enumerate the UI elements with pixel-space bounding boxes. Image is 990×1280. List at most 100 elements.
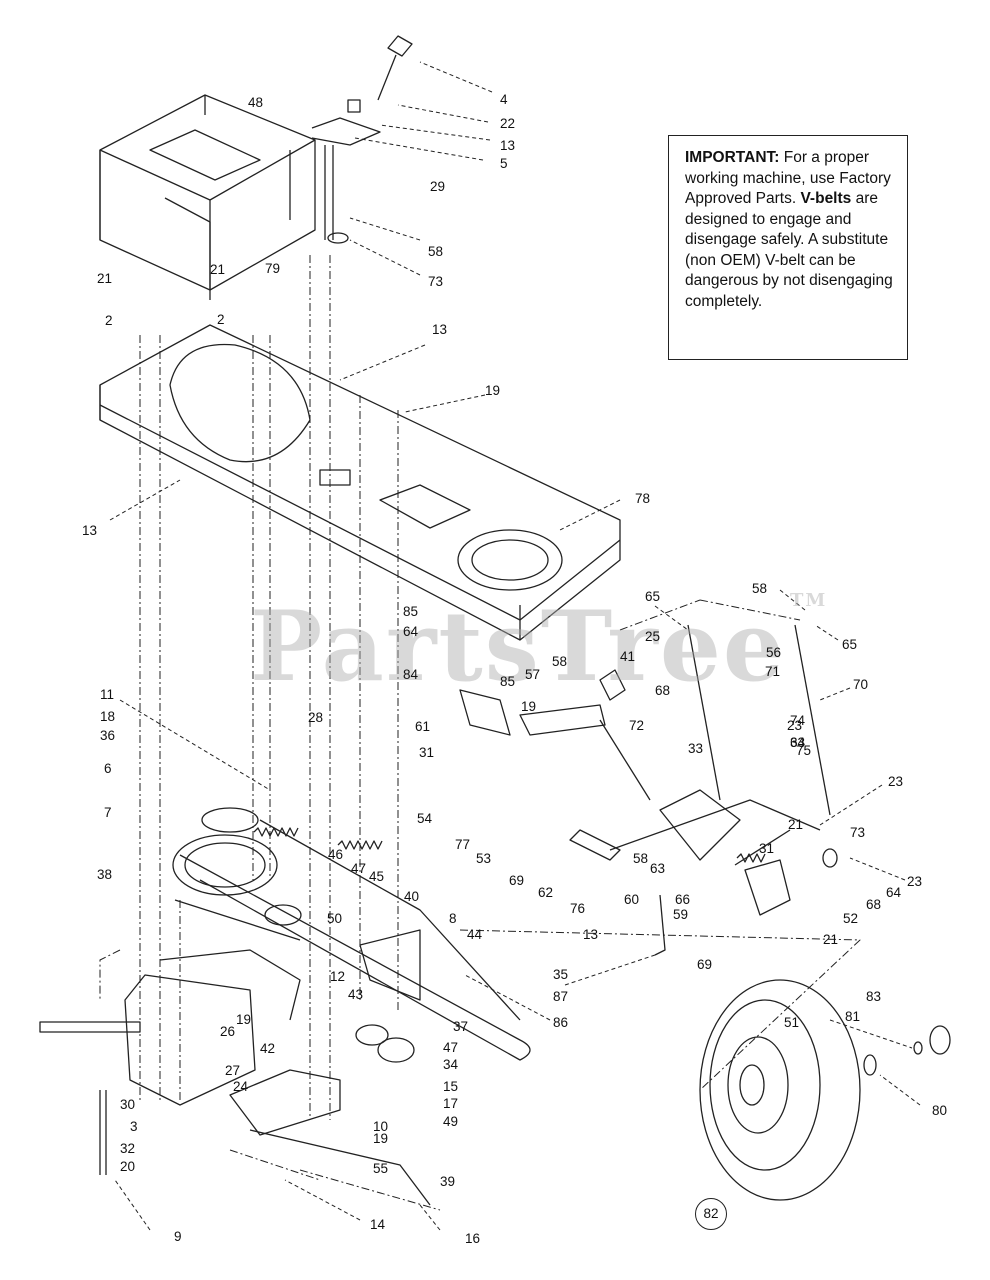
part-callout-23: 23	[787, 718, 803, 733]
part-callout-73: 73	[428, 274, 444, 289]
important-notice-box: IMPORTANT: For a proper working machine,…	[668, 135, 908, 360]
part-callout-45: 45	[369, 869, 385, 884]
part-callout-13: 13	[432, 322, 448, 337]
part-callout-33: 33	[790, 735, 806, 750]
part-callout-64: 64	[403, 624, 419, 639]
part-callout-81: 81	[845, 1009, 861, 1024]
part-callout-23: 23	[907, 874, 923, 889]
part-callout-76: 76	[570, 901, 586, 916]
part-callout-19: 19	[236, 1012, 252, 1027]
part-callout-80: 80	[932, 1103, 948, 1118]
notice-vbelts-label: V-belts	[800, 190, 852, 207]
part-callout-68: 68	[866, 897, 882, 912]
part-callout-51: 51	[784, 1015, 800, 1030]
pedal-linkage-part	[249, 624, 838, 1206]
part-callout-72: 72	[629, 718, 645, 733]
part-callout-79: 79	[265, 261, 281, 276]
part-callout-19: 19	[373, 1131, 389, 1146]
part-callout-56: 56	[766, 645, 782, 660]
part-callout-12: 12	[330, 969, 346, 984]
part-callout-49: 49	[443, 1114, 459, 1129]
part-callout-9: 9	[174, 1229, 182, 1244]
part-callout-60: 60	[624, 892, 640, 907]
part-callout-75: 75	[796, 743, 812, 758]
part-callout-52: 52	[843, 911, 859, 926]
steering-column-part	[311, 35, 413, 244]
part-callout-64: 64	[886, 885, 902, 900]
part-callout-59: 59	[673, 907, 689, 922]
part-callout-83: 83	[866, 989, 882, 1004]
part-callout-4: 4	[500, 92, 508, 107]
part-callout-58: 58	[428, 244, 444, 259]
part-callout-14: 14	[370, 1217, 386, 1232]
part-callout-64: 64	[790, 735, 806, 750]
part-callout-33: 33	[688, 741, 704, 756]
part-callout-22: 22	[500, 116, 516, 131]
part-callout-38: 38	[97, 867, 113, 882]
part-callout-2: 2	[105, 313, 113, 328]
part-callout-21: 21	[210, 262, 226, 277]
part-callout-27: 27	[225, 1063, 241, 1078]
part-callout-18: 18	[100, 709, 116, 724]
part-callout-55: 55	[373, 1161, 389, 1176]
part-callout-77: 77	[455, 837, 471, 852]
part-callout-23: 23	[888, 774, 904, 789]
part-callout-57: 57	[525, 667, 541, 682]
part-callout-39: 39	[440, 1174, 456, 1189]
watermark-text: PartsTree	[250, 590, 786, 703]
part-callout-21: 21	[97, 271, 113, 286]
drive-belt-part	[172, 807, 531, 1061]
part-callout-10: 10	[373, 1119, 389, 1134]
part-callout-40: 40	[404, 889, 420, 904]
part-callout-21: 21	[823, 932, 839, 947]
part-callout-70: 70	[853, 677, 869, 692]
part-callout-78: 78	[635, 491, 651, 506]
part-callout-47: 47	[351, 861, 367, 876]
part-callout-35: 35	[553, 967, 569, 982]
part-callout-7: 7	[104, 805, 112, 820]
notice-text-1: For a proper working machine, use Factor…	[685, 149, 891, 207]
part-callout-3: 3	[130, 1119, 138, 1134]
part-callout-54: 54	[417, 811, 433, 826]
part-callout-43: 43	[348, 987, 364, 1002]
part-callout-19: 19	[521, 699, 537, 714]
part-callout-48: 48	[248, 95, 264, 110]
part-callout-41: 41	[620, 649, 636, 664]
part-callout-73: 73	[850, 825, 866, 840]
leader-lines	[109, 61, 921, 1231]
part-callout-11: 11	[100, 687, 115, 702]
part-callout-74: 74	[790, 713, 806, 728]
part-callout-44: 44	[467, 927, 483, 942]
part-callout-25: 25	[645, 629, 661, 644]
part-callout-65: 65	[842, 637, 858, 652]
part-callout-19: 19	[485, 383, 501, 398]
part-callout-31: 31	[419, 745, 435, 760]
part-callout-71: 71	[765, 664, 781, 679]
part-callout-24: 24	[233, 1079, 249, 1094]
part-callout-69: 69	[509, 873, 525, 888]
part-callout-36: 36	[100, 728, 116, 743]
part-callout-13: 13	[583, 927, 599, 942]
watermark-trademark: TM	[789, 590, 828, 611]
part-callout-47: 47	[443, 1040, 459, 1055]
part-callout-63: 63	[650, 861, 666, 876]
part-callout-86: 86	[553, 1015, 569, 1030]
part-callout-62: 62	[538, 885, 554, 900]
part-callout-15: 15	[443, 1079, 459, 1094]
part-callout-69: 69	[697, 957, 713, 972]
part-callout-58: 58	[752, 581, 768, 596]
part-callout-13: 13	[82, 523, 98, 538]
part-callout-2: 2	[217, 312, 225, 327]
part-callout-87: 87	[553, 989, 569, 1004]
part-callout-85: 85	[403, 604, 419, 619]
part-callout-13: 13	[500, 138, 516, 153]
part-callout-46: 46	[328, 847, 344, 862]
part-callout-58: 58	[552, 654, 568, 669]
part-callout-31: 31	[759, 841, 775, 856]
part-callout-5: 5	[500, 156, 508, 171]
dash-body-part	[99, 94, 316, 300]
part-callout-85: 85	[500, 674, 516, 689]
part-callout-6: 6	[104, 761, 112, 776]
